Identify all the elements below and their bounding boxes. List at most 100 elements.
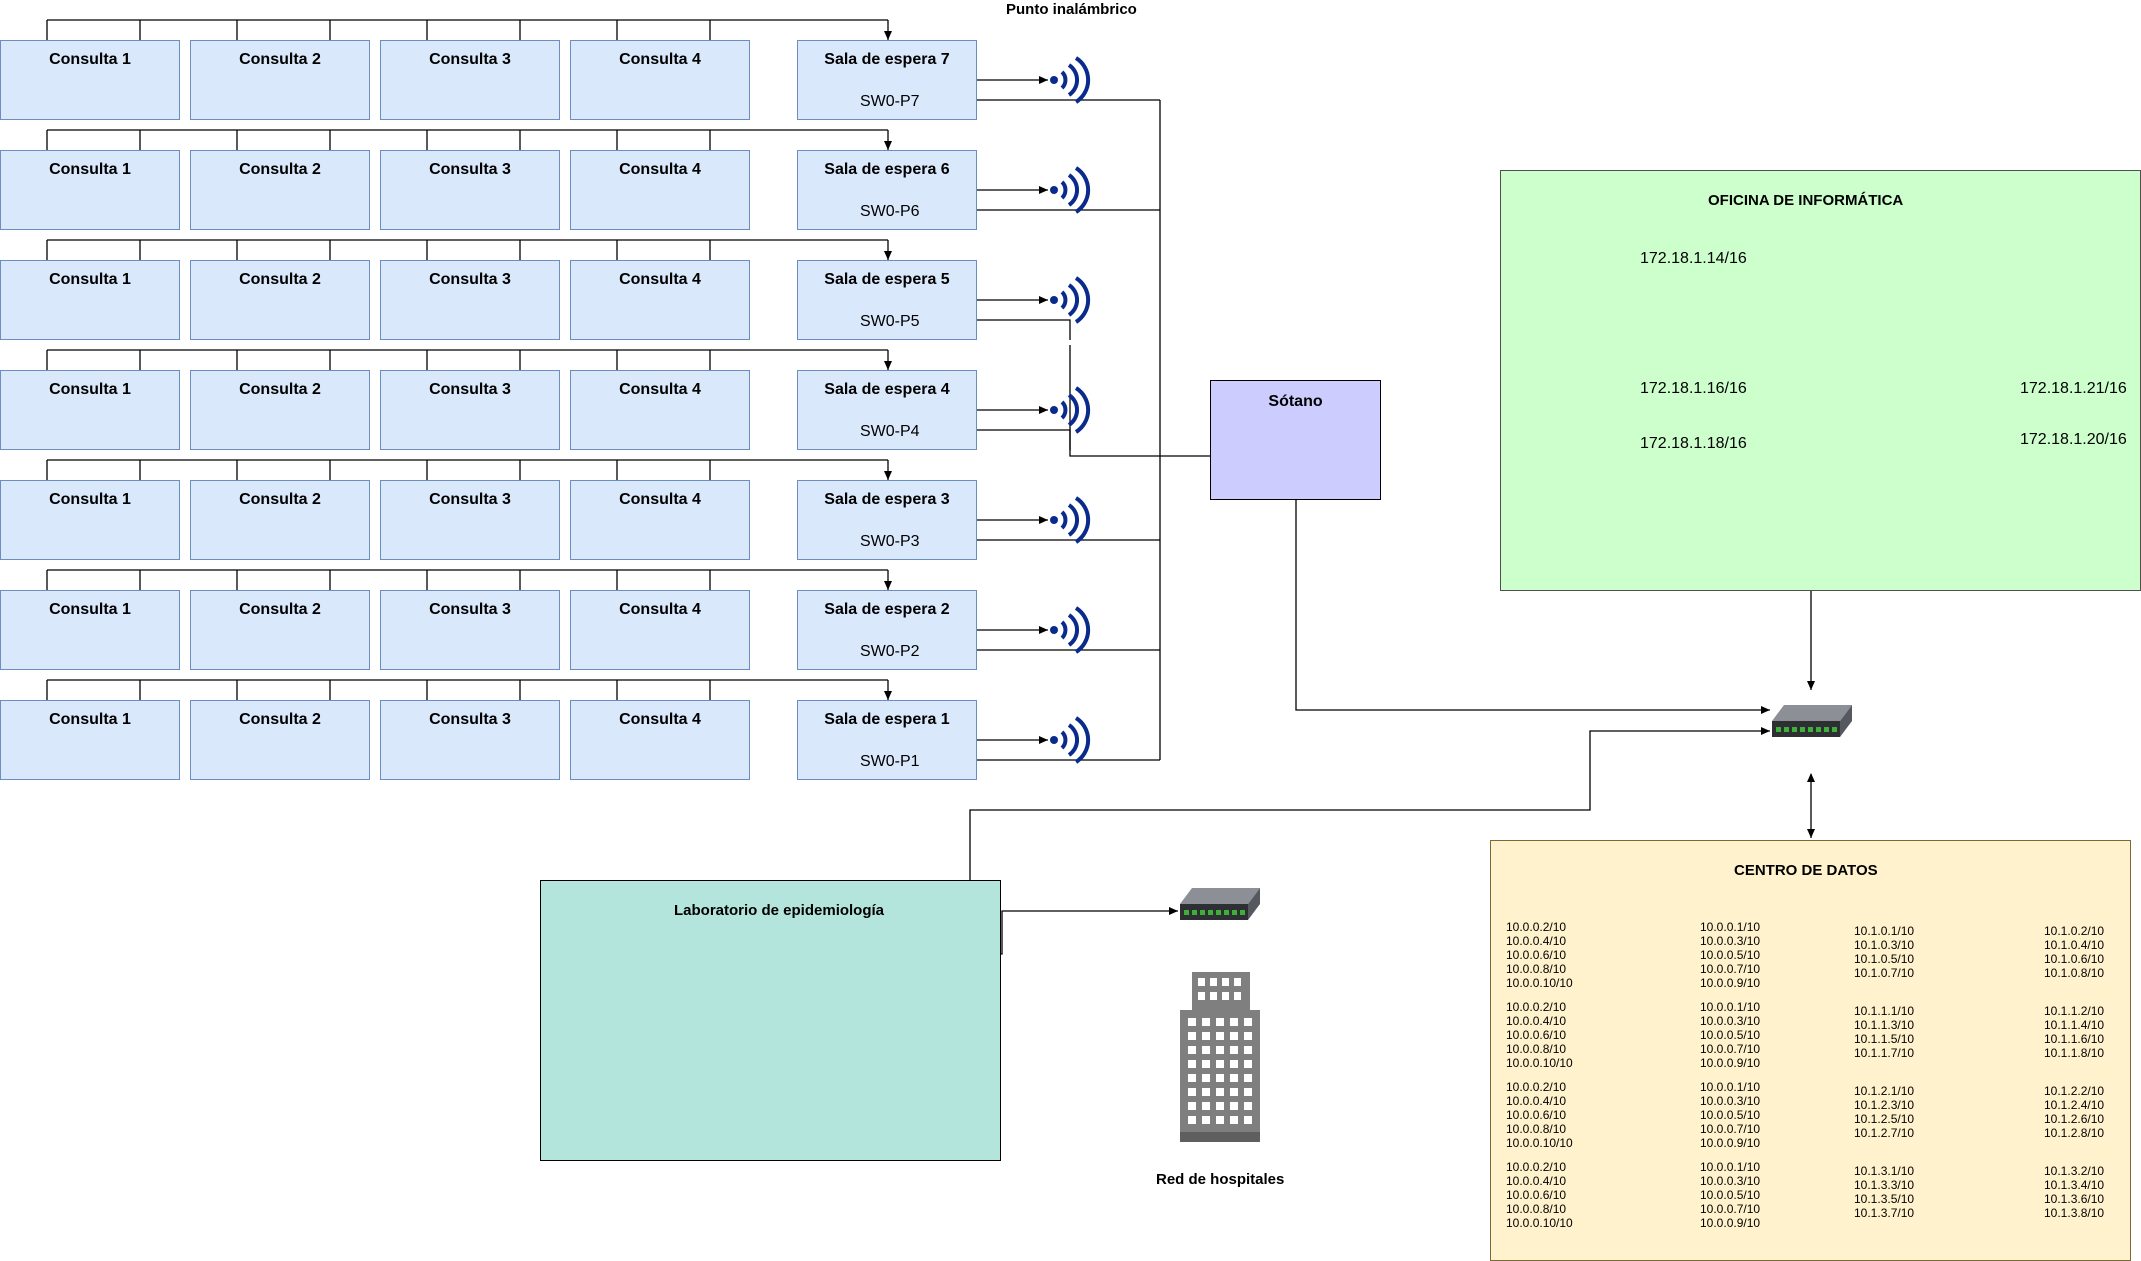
consultation-room-title: Consulta 1 [49, 271, 131, 288]
network-switch-icon [1772, 705, 1852, 737]
ip-address-list: 10.1.2.2/10 10.1.2.4/10 10.1.2.6/10 10.1… [2044, 1084, 2105, 1140]
consultation-room-title: Consulta 2 [239, 161, 321, 178]
consultation-room: Consulta 3 [380, 150, 560, 230]
ip-label-left-4: 172.18.1.18/16 [1640, 435, 1747, 452]
datacenter-title: CENTRO DE DATOS [1734, 862, 1878, 879]
wireless-access-point-icon [1050, 276, 1091, 324]
ip-address-list: 10.1.0.2/10 10.1.0.4/10 10.1.0.6/10 10.1… [2044, 924, 2105, 980]
wireless-access-point-icon [1050, 166, 1091, 214]
consultation-room-title: Consulta 1 [49, 51, 131, 68]
consultation-room: Consulta 4 [570, 260, 750, 340]
consultation-room-title: Consulta 4 [619, 491, 701, 508]
ip-label-left-3: 172.18.1.16/16 [1640, 380, 1747, 397]
datacenter-box: CENTRO DE DATOS [1490, 840, 2131, 1261]
consultation-room: Consulta 1 [0, 480, 180, 560]
consultation-room-title: Consulta 2 [239, 601, 321, 618]
switch-port-label: SW0-P1 [860, 753, 920, 770]
it-office-title: OFICINA DE INFORMÁTICA [1708, 192, 1904, 209]
switch-port-label: SW0-P3 [860, 533, 920, 550]
waiting-room-title: Sala de espera 1 [824, 711, 950, 728]
consultation-room: Consulta 2 [190, 590, 370, 670]
consultation-room: Consulta 1 [0, 40, 180, 120]
hospital-network-label: Red de hospitales [1156, 1171, 1285, 1188]
consultation-room: Consulta 3 [380, 370, 560, 450]
wireless-access-point-icon [1050, 56, 1091, 104]
waiting-room: Sala de espera 3 SW0-P3 [797, 480, 977, 560]
wireless-section-title: Punto inalámbrico [1006, 1, 1137, 18]
consultation-room: Consulta 3 [380, 590, 560, 670]
basement-title: Sótano [1268, 393, 1323, 410]
network-switch-icon [1180, 888, 1260, 920]
consultation-room-title: Consulta 3 [429, 601, 511, 618]
waiting-room-title: Sala de espera 2 [824, 601, 950, 618]
waiting-room: Sala de espera 1 SW0-P1 [797, 700, 977, 780]
consultation-room-title: Consulta 3 [429, 161, 511, 178]
wireless-access-point-icon [1050, 496, 1091, 544]
wireless-access-point-icon [1050, 716, 1091, 764]
ip-address-list: 10.0.0.1/10 10.0.0.3/10 10.0.0.5/10 10.0… [1700, 920, 1761, 990]
consultation-room-title: Consulta 1 [49, 381, 131, 398]
ip-address-list: 10.0.0.2/10 10.0.0.4/10 10.0.0.6/10 10.0… [1506, 1080, 1573, 1150]
consultation-room-title: Consulta 1 [49, 491, 131, 508]
consultation-room-title: Consulta 2 [239, 381, 321, 398]
ip-address-list: 10.0.0.2/10 10.0.0.4/10 10.0.0.6/10 10.0… [1506, 1160, 1573, 1230]
ip-address-list: 10.0.0.1/10 10.0.0.3/10 10.0.0.5/10 10.0… [1700, 1000, 1761, 1070]
basement-box: Sótano [1210, 380, 1381, 500]
waiting-room-title: Sala de espera 7 [824, 51, 950, 68]
consultation-room-title: Consulta 2 [239, 271, 321, 288]
consultation-room: Consulta 4 [570, 150, 750, 230]
consultation-room: Consulta 1 [0, 370, 180, 450]
consultation-room-title: Consulta 4 [619, 711, 701, 728]
ip-label-left-1: 172.18.1.14/16 [1640, 250, 1747, 267]
consultation-room: Consulta 2 [190, 370, 370, 450]
consultation-room-title: Consulta 2 [239, 711, 321, 728]
waiting-room: Sala de espera 4 SW0-P4 [797, 370, 977, 450]
consultation-room-title: Consulta 4 [619, 51, 701, 68]
switch-port-label: SW0-P4 [860, 423, 920, 440]
it-office-box: OFICINA DE INFORMÁTICA [1500, 170, 2141, 591]
waiting-room-title: Sala de espera 5 [824, 271, 950, 288]
consultation-room-title: Consulta 1 [49, 711, 131, 728]
consultation-room-title: Consulta 1 [49, 161, 131, 178]
consultation-room: Consulta 1 [0, 260, 180, 340]
switch-port-label: SW0-P6 [860, 203, 920, 220]
consultation-room: Consulta 1 [0, 150, 180, 230]
ip-address-list: 10.0.0.1/10 10.0.0.3/10 10.0.0.5/10 10.0… [1700, 1160, 1761, 1230]
consultation-room-title: Consulta 4 [619, 381, 701, 398]
lab-box: Laboratorio de epidemiología [540, 880, 1001, 1161]
consultation-room: Consulta 3 [380, 40, 560, 120]
consultation-room-title: Consulta 3 [429, 381, 511, 398]
ip-address-list: 10.1.0.1/10 10.1.0.3/10 10.1.0.5/10 10.1… [1854, 924, 1915, 980]
consultation-room: Consulta 4 [570, 480, 750, 560]
consultation-room: Consulta 3 [380, 480, 560, 560]
consultation-room-title: Consulta 4 [619, 271, 701, 288]
consultation-room: Consulta 2 [190, 260, 370, 340]
consultation-room-title: Consulta 3 [429, 51, 511, 68]
consultation-room: Consulta 2 [190, 700, 370, 780]
consultation-room-title: Consulta 3 [429, 711, 511, 728]
consultation-room: Consulta 4 [570, 700, 750, 780]
consultation-room-title: Consulta 2 [239, 491, 321, 508]
consultation-room-title: Consulta 4 [619, 161, 701, 178]
ip-address-list: 10.1.3.1/10 10.1.3.3/10 10.1.3.5/10 10.1… [1854, 1164, 1915, 1220]
consultation-room-title: Consulta 1 [49, 601, 131, 618]
ip-address-list: 10.1.3.2/10 10.1.3.4/10 10.1.3.6/10 10.1… [2044, 1164, 2105, 1220]
consultation-room: Consulta 4 [570, 40, 750, 120]
consultation-room: Consulta 1 [0, 590, 180, 670]
consultation-room: Consulta 3 [380, 260, 560, 340]
consultation-room-title: Consulta 3 [429, 271, 511, 288]
consultation-room-title: Consulta 3 [429, 491, 511, 508]
consultation-room: Consulta 2 [190, 480, 370, 560]
waiting-room-title: Sala de espera 4 [824, 381, 950, 398]
ip-address-list: 10.0.0.2/10 10.0.0.4/10 10.0.0.6/10 10.0… [1506, 1000, 1573, 1070]
wireless-access-point-icon [1050, 386, 1091, 434]
consultation-room: Consulta 2 [190, 40, 370, 120]
waiting-room-title: Sala de espera 3 [824, 491, 950, 508]
ip-address-list: 10.1.2.1/10 10.1.2.3/10 10.1.2.5/10 10.1… [1854, 1084, 1915, 1140]
consultation-room: Consulta 2 [190, 150, 370, 230]
